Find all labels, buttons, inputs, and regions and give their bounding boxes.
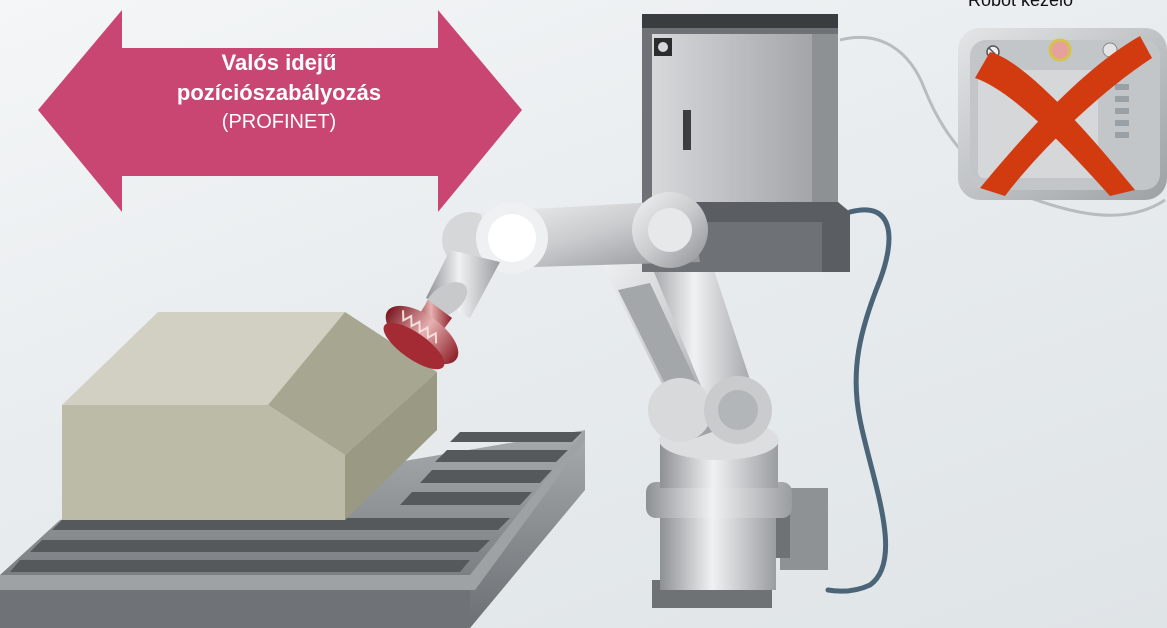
arrow-label: Valós idejű pozíciószabályozás (PROFINET… [120, 48, 438, 136]
arrow-title-line1: Valós idejű [221, 50, 337, 75]
pendant-label: Robot kezelő [968, 0, 1074, 10]
machine-table [0, 430, 585, 628]
cable-main [825, 207, 892, 594]
double-arrow-shape [38, 10, 522, 212]
arrow-title-line2: pozíciószabályozás [176, 80, 382, 105]
workpiece-block [62, 312, 437, 520]
robot-base [646, 420, 828, 608]
milling-tool [383, 300, 459, 370]
arrow-subtitle: (PROFINET) [221, 111, 337, 133]
robot-upper-arm [424, 192, 708, 318]
robot-lower-arm [600, 228, 772, 444]
cross-icon [975, 36, 1152, 196]
